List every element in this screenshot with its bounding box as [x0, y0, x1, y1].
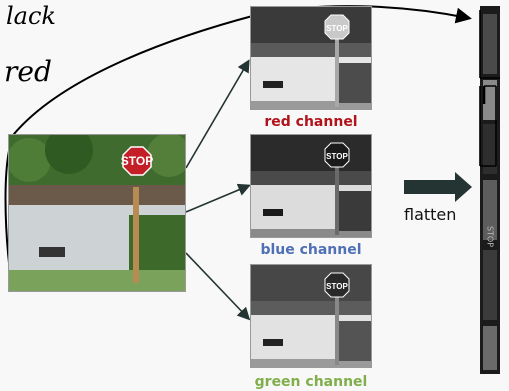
handwriting-line-1: lack [6, 2, 56, 30]
red-channel-label: red channel [264, 114, 358, 130]
sign-text: STOP [326, 282, 348, 291]
arrow-to-red-channel [185, 59, 250, 169]
handwriting-line-2: red [4, 55, 52, 88]
strip-bracket-top [479, 10, 500, 79]
sign-text: STOP [326, 24, 348, 33]
arrow-to-blue-channel [185, 183, 251, 213]
sign-text: STOP [121, 154, 153, 168]
green-channel-image: STOP [250, 264, 372, 368]
flatten-label: flatten [404, 205, 457, 224]
flatten-arrow [404, 172, 472, 202]
sign-text: STOP [326, 152, 348, 161]
blue-channel-label: blue channel [260, 242, 362, 258]
red-channel-image: STOP [250, 6, 372, 110]
arrow-to-green-channel [185, 252, 251, 321]
strip-text: STOP [485, 225, 495, 248]
strip-bracket-bottom [479, 85, 497, 167]
blue-channel-image: STOP [250, 134, 372, 238]
green-channel-label: green channel [254, 374, 368, 390]
source-photo: STOP [8, 134, 186, 292]
flattened-vector-strip [480, 6, 500, 374]
